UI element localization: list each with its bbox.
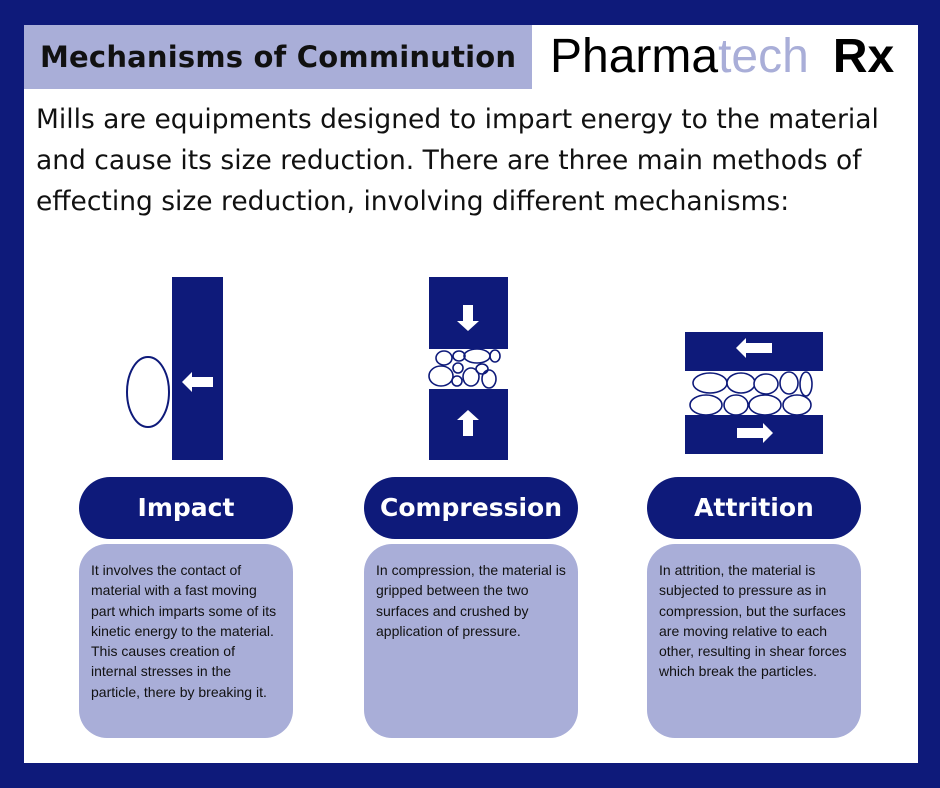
left-arrow-icon — [736, 338, 772, 358]
compression-diagram — [428, 277, 508, 460]
brand-logo-part-2: tech — [718, 30, 809, 83]
compression-description: In compression, the material is gripped … — [364, 544, 578, 738]
page-title: Mechanisms of Comminution — [40, 40, 517, 74]
attrition-particles — [689, 371, 813, 416]
impact-description: It involves the contact of material with… — [79, 544, 293, 738]
up-arrow-icon — [457, 410, 479, 436]
intro-paragraph: Mills are equipments designed to impart … — [36, 104, 879, 217]
impact-label-pill: Impact — [79, 477, 293, 539]
infographic-card: Mechanisms of Comminution Pharmatech Rx M… — [24, 25, 918, 763]
impact-diagram — [126, 277, 223, 460]
brand-logo-part-1: Pharma — [550, 30, 719, 83]
left-arrow-icon — [182, 372, 213, 392]
attrition-label-pill: Attrition — [647, 477, 861, 539]
title-bar: Mechanisms of Comminution — [24, 25, 532, 89]
attrition-diagram — [685, 332, 823, 454]
compression-label-pill: Compression — [364, 477, 578, 539]
compression-particles — [428, 348, 501, 389]
mechanism-diagrams — [126, 277, 823, 460]
down-arrow-icon — [457, 305, 479, 331]
brand-logo: Pharmatech Rx — [550, 27, 894, 87]
attrition-description: In attrition, the material is subjected … — [647, 544, 861, 738]
right-arrow-icon — [737, 423, 773, 443]
impact-moving-plate — [172, 277, 223, 460]
impact-particle — [126, 356, 170, 428]
brand-logo-part-3: Rx — [832, 30, 895, 83]
